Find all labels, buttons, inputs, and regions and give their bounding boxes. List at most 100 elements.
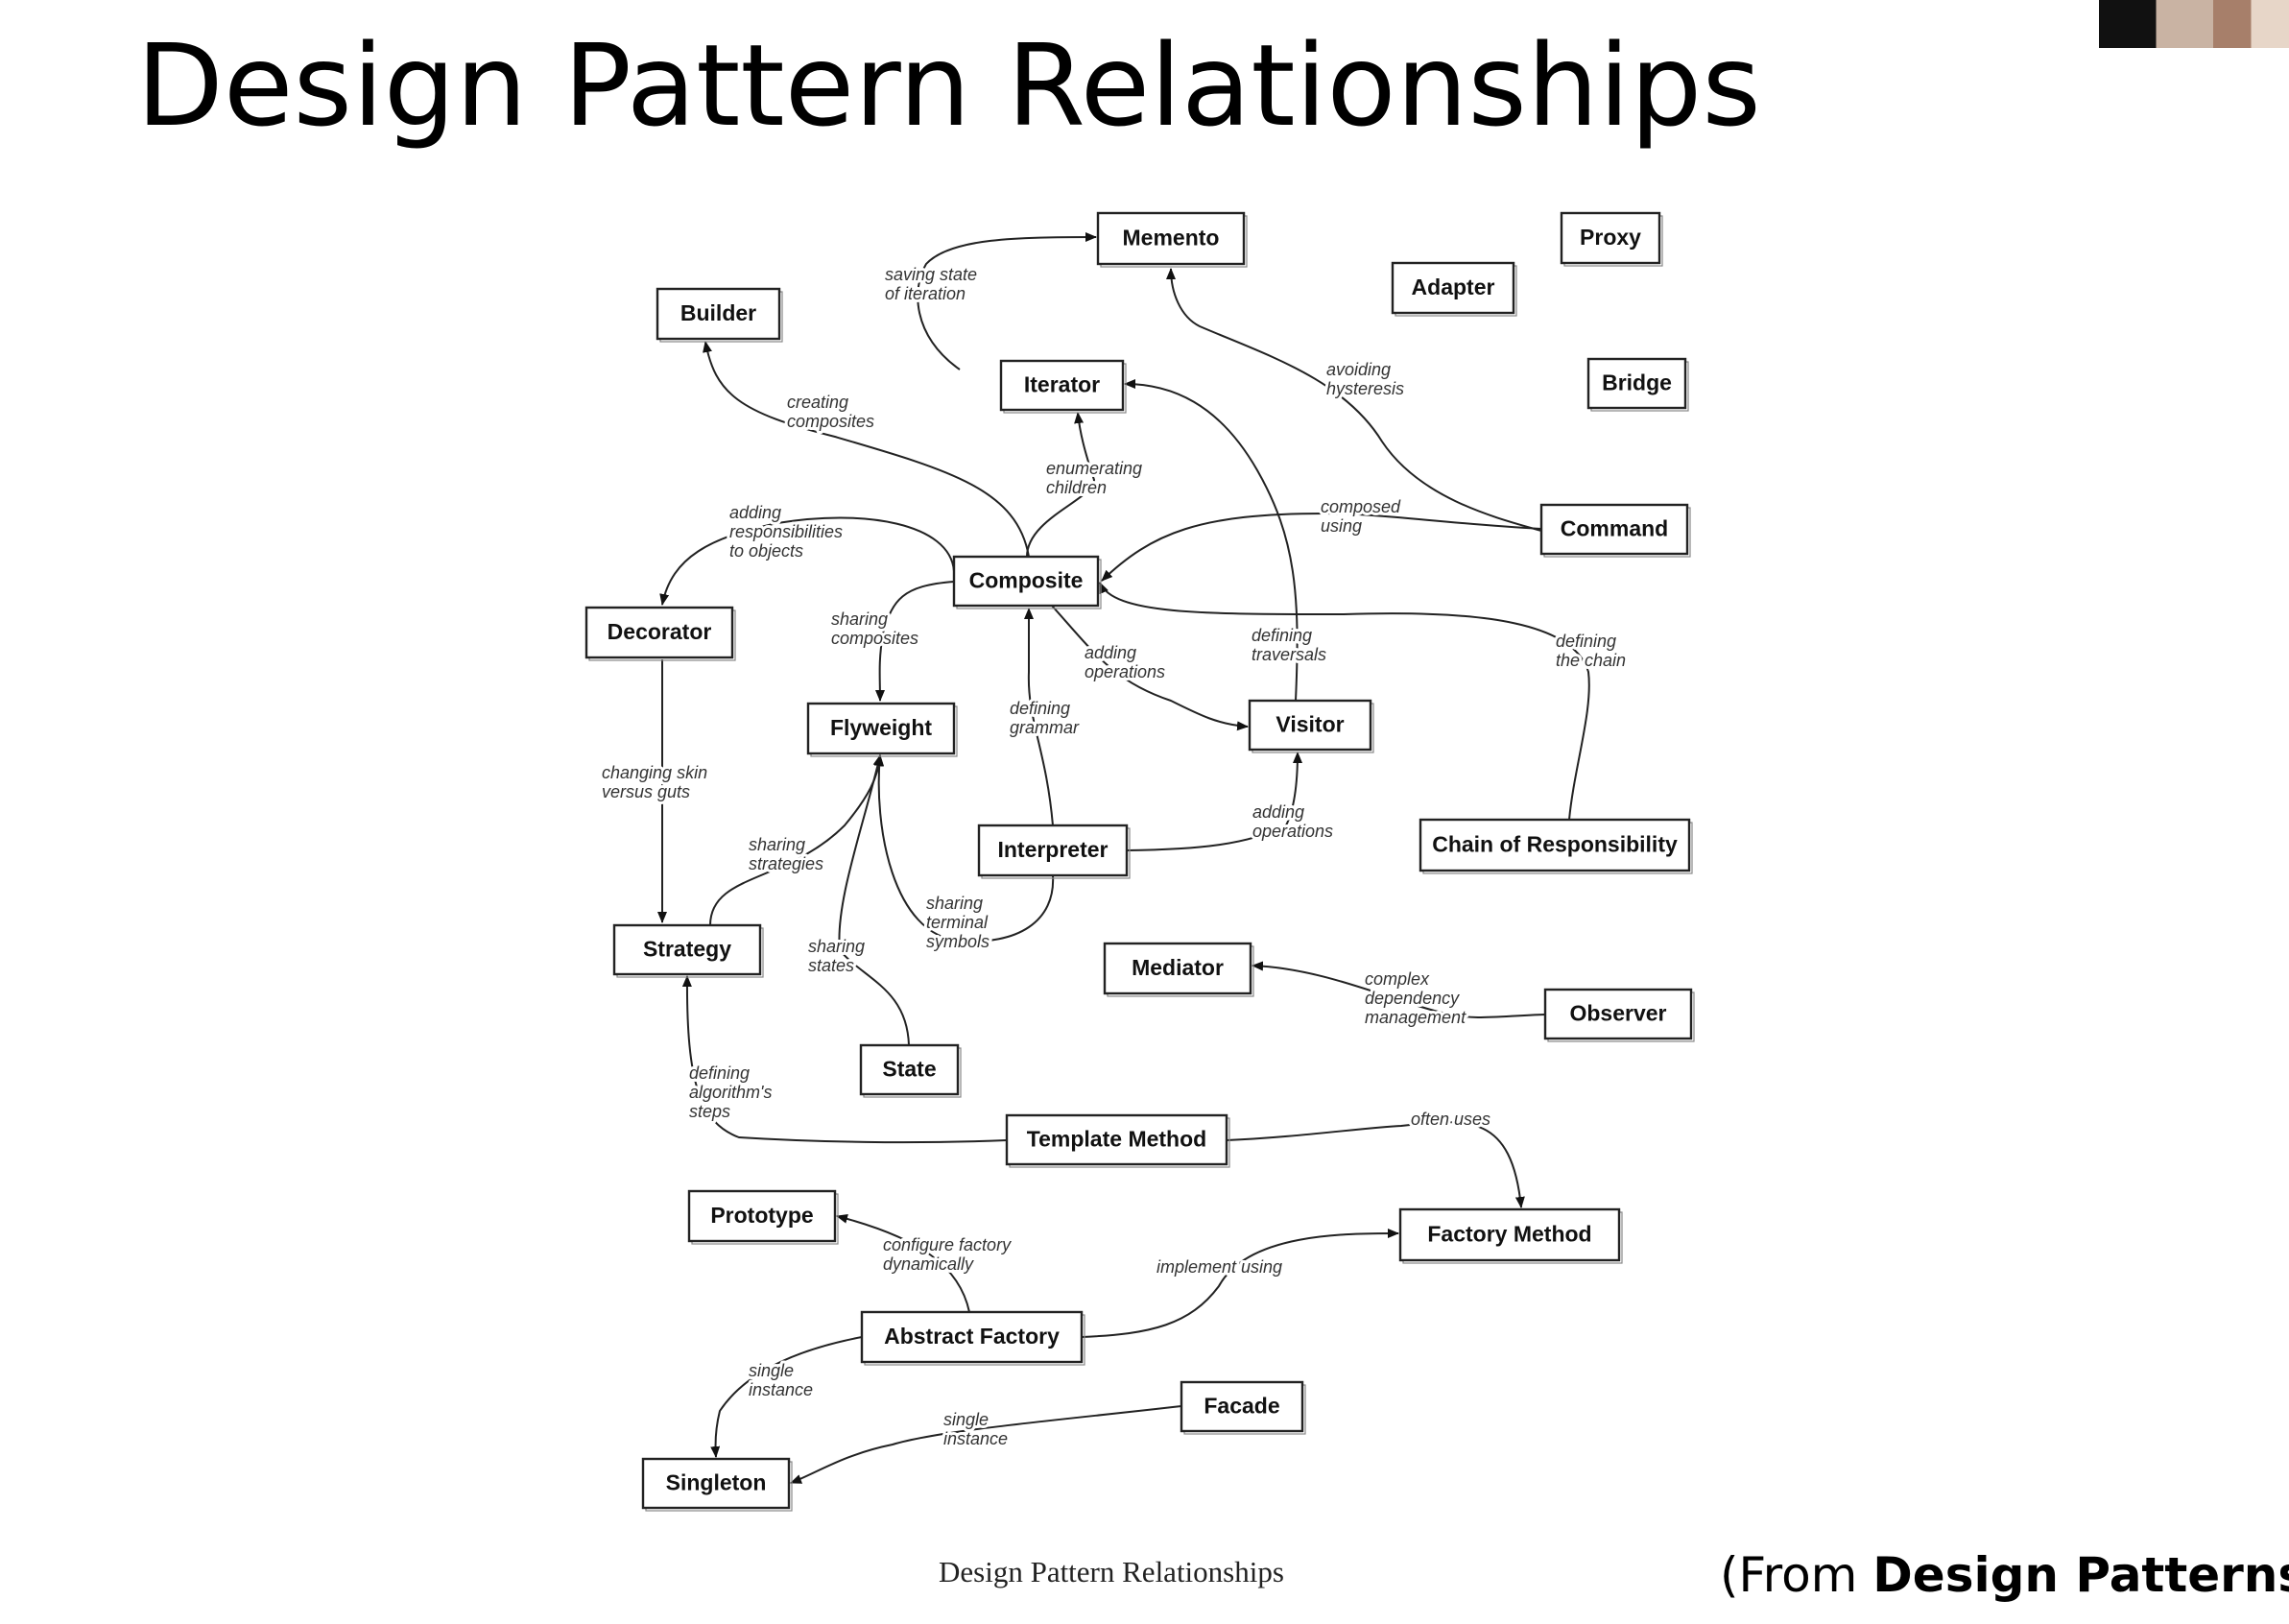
pattern-box-frame	[999, 359, 1125, 412]
pattern-box-interpreter: Interpreter	[977, 824, 1131, 879]
pattern-box-frame	[1103, 942, 1252, 995]
source-attribution: (From Design Patterns)	[1720, 1547, 2289, 1603]
pattern-box-iterator: Iterator	[999, 359, 1127, 414]
pattern-name: Bridge	[1602, 370, 1672, 395]
relationship-arrow-observer-mediator	[1252, 961, 1546, 1019]
pattern-box-builder: Builder	[656, 287, 783, 343]
relationship-arrow-template-factory	[1226, 1121, 1525, 1208]
figure-caption: Design Pattern Relationships	[939, 1555, 1284, 1588]
relationship-arrow-iterator-memento	[917, 232, 1097, 370]
relationship-arrow-state-flyweight	[838, 754, 910, 1046]
source-prefix: (From	[1720, 1547, 1873, 1603]
relationship-arrow-interpreter-composite	[1024, 608, 1054, 826]
pattern-box-frame	[656, 287, 781, 341]
pattern-box-proxy: Proxy	[1560, 211, 1663, 267]
pattern-name: Chain of Responsibility	[1432, 832, 1678, 857]
relationship-arrow-interpreter-flyweight	[873, 754, 1055, 943]
relationship-label-abstract-factory-method: implement using	[1156, 1257, 1282, 1277]
webcam-thumbnail	[2099, 0, 2289, 48]
relationship-arrow-facade-singleton	[790, 1405, 1182, 1484]
pattern-box-frame	[1419, 818, 1691, 872]
pattern-box-memento: Memento	[1096, 211, 1248, 268]
pattern-name: Composite	[969, 568, 1084, 593]
pattern-box-frame	[687, 1189, 837, 1243]
relationship-arrow-command-memento	[1166, 268, 1542, 532]
relationship-arrow-command-composite	[1101, 512, 1542, 582]
pattern-box-chain: Chain of Responsibility	[1419, 818, 1693, 874]
pattern-box-template: Template Method	[1005, 1113, 1230, 1168]
slide-title: Design Pattern Relationships	[136, 19, 1761, 152]
pattern-box-prototype: Prototype	[687, 1189, 839, 1245]
relationship-label-halo: often uses	[1411, 1110, 1490, 1129]
pattern-box-frame	[1248, 699, 1372, 752]
relationship-arrow-interpreter-visitor	[1126, 752, 1302, 851]
pattern-box-frame	[1560, 211, 1661, 265]
relationship-arrow-composite-visitor	[1051, 605, 1249, 731]
relationship-arrow-composite-flyweight	[874, 581, 955, 702]
pattern-box-visitor: Visitor	[1248, 699, 1374, 753]
relationship-arrow-composite-iterator	[1026, 412, 1096, 558]
pattern-box-abstract-factory: Abstract Factory	[860, 1310, 1085, 1366]
pattern-box-adapter: Adapter	[1391, 261, 1517, 317]
pattern-box-bridge: Bridge	[1586, 357, 1689, 412]
pattern-name: Decorator	[608, 619, 712, 644]
pattern-box-factory-method: Factory Method	[1398, 1207, 1623, 1264]
relationship-label-halo: implement using	[1156, 1257, 1282, 1277]
pattern-box-frame	[641, 1457, 791, 1510]
pattern-box-frame	[860, 1310, 1084, 1364]
pattern-box-frame	[1398, 1207, 1621, 1262]
pattern-box-observer: Observer	[1543, 988, 1695, 1042]
pattern-name: State	[882, 1057, 936, 1082]
pattern-box-frame	[977, 824, 1129, 877]
pattern-box-frame	[1586, 357, 1687, 410]
relationship-arrow-template-strategy	[681, 975, 1008, 1144]
pattern-name: Template Method	[1027, 1127, 1206, 1152]
pattern-name: Adapter	[1412, 275, 1495, 299]
relationship-arrow-chain-composite	[1099, 582, 1590, 821]
relationship-arrow-abstract-prototype	[836, 1213, 970, 1313]
pattern-name: Interpreter	[997, 837, 1108, 862]
pattern-box-frame	[1180, 1380, 1304, 1433]
pattern-name: Visitor	[1276, 712, 1344, 737]
pattern-name: Proxy	[1580, 225, 1641, 250]
pattern-name: Prototype	[710, 1203, 813, 1228]
relationship-arrow-composite-decorator	[659, 516, 955, 606]
pattern-name: Memento	[1123, 226, 1220, 251]
pattern-box-strategy: Strategy	[612, 923, 764, 978]
pattern-box-frame	[1005, 1113, 1228, 1166]
pattern-box-frame	[1539, 503, 1689, 556]
pattern-name: Flyweight	[830, 715, 932, 740]
pattern-name: Observer	[1569, 1001, 1666, 1026]
relationship-arrow-abstract-singleton	[710, 1336, 863, 1458]
pattern-box-flyweight: Flyweight	[806, 702, 958, 757]
